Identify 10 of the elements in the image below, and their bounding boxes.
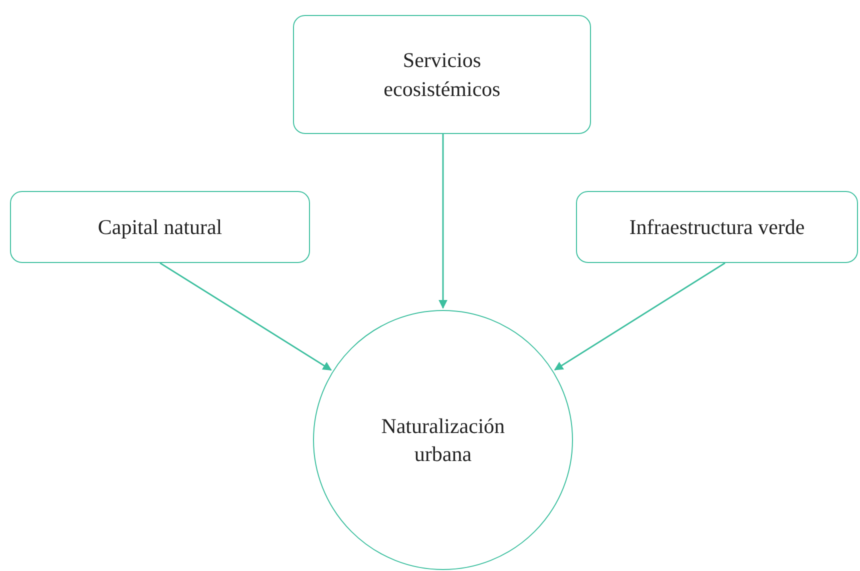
arrow — [160, 262, 332, 371]
arrow — [554, 262, 726, 370]
node-label: Capital natural — [98, 214, 222, 241]
rounded-box — [10, 191, 310, 263]
arrow — [438, 134, 448, 309]
rounded-box — [293, 15, 591, 134]
node-label: Naturalización urbana — [380, 412, 506, 468]
node-label: Servicios ecosistémicos — [382, 47, 502, 102]
rounded-box — [576, 191, 858, 263]
node-label: Infraestructura verde — [629, 214, 805, 241]
